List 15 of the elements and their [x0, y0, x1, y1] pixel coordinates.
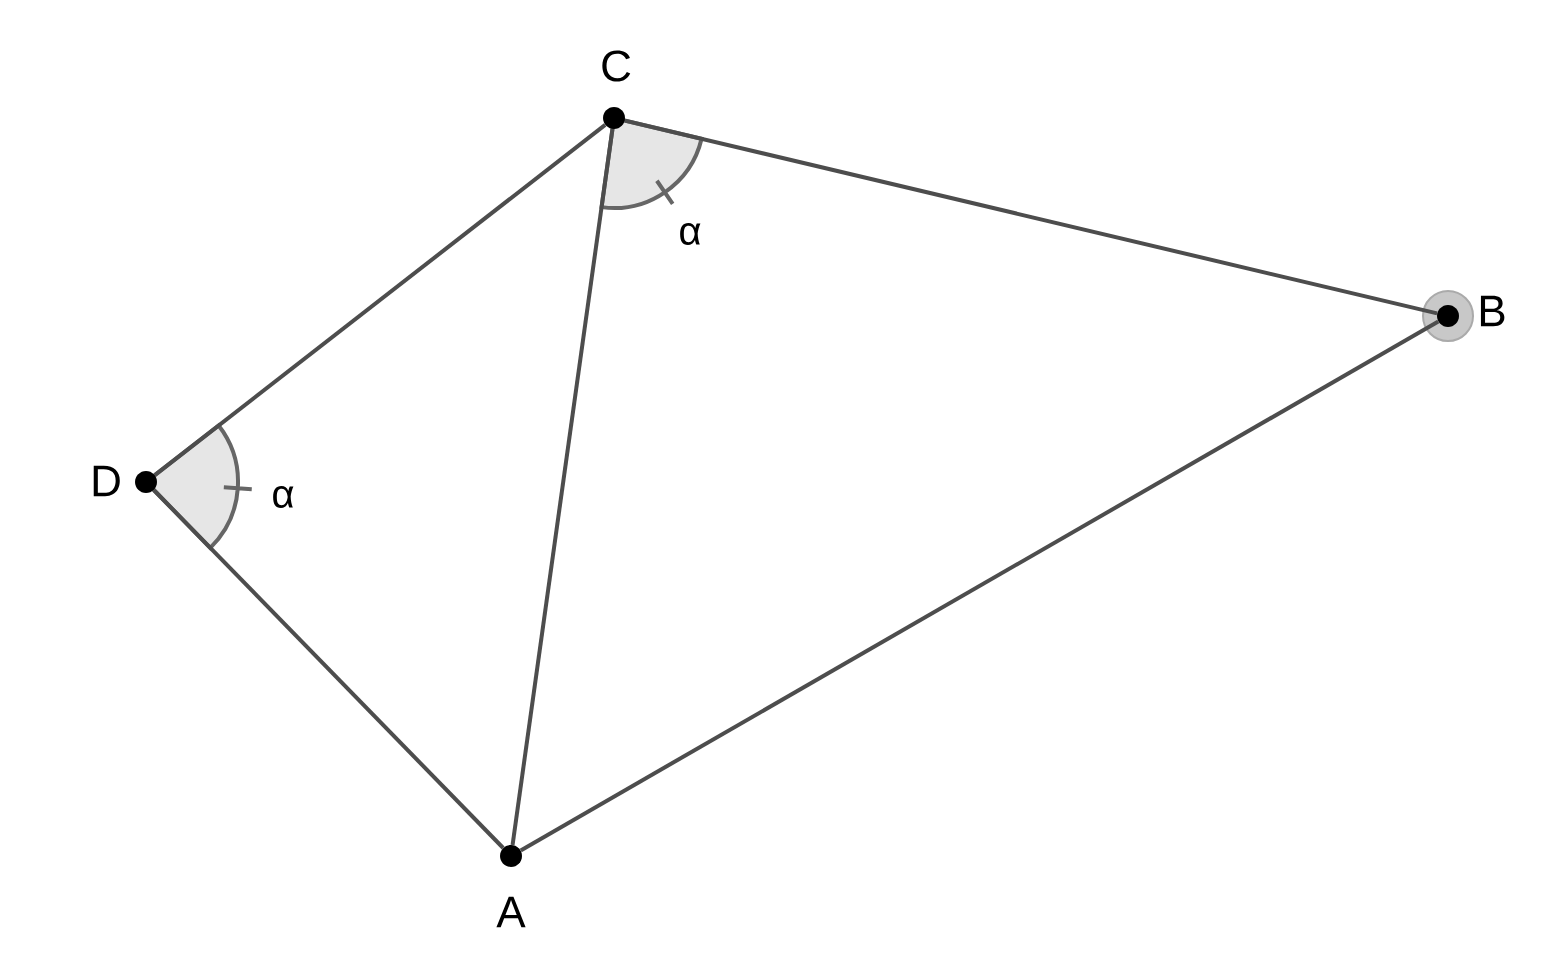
line-segment	[519, 319, 1440, 853]
node-label: B	[1480, 295, 1505, 327]
line-segment	[624, 118, 1438, 316]
point: C	[602, 50, 631, 129]
angle-label: α	[680, 223, 701, 245]
point: A	[496, 845, 526, 928]
angle-label: α	[273, 486, 294, 508]
node-label: C	[602, 50, 631, 82]
line-segment	[153, 123, 607, 477]
point: B	[1422, 290, 1505, 342]
line-segment	[152, 488, 505, 850]
point: D	[93, 465, 157, 497]
node-label: A	[496, 896, 526, 928]
line-segment	[510, 128, 615, 846]
node-label: D	[93, 465, 120, 497]
